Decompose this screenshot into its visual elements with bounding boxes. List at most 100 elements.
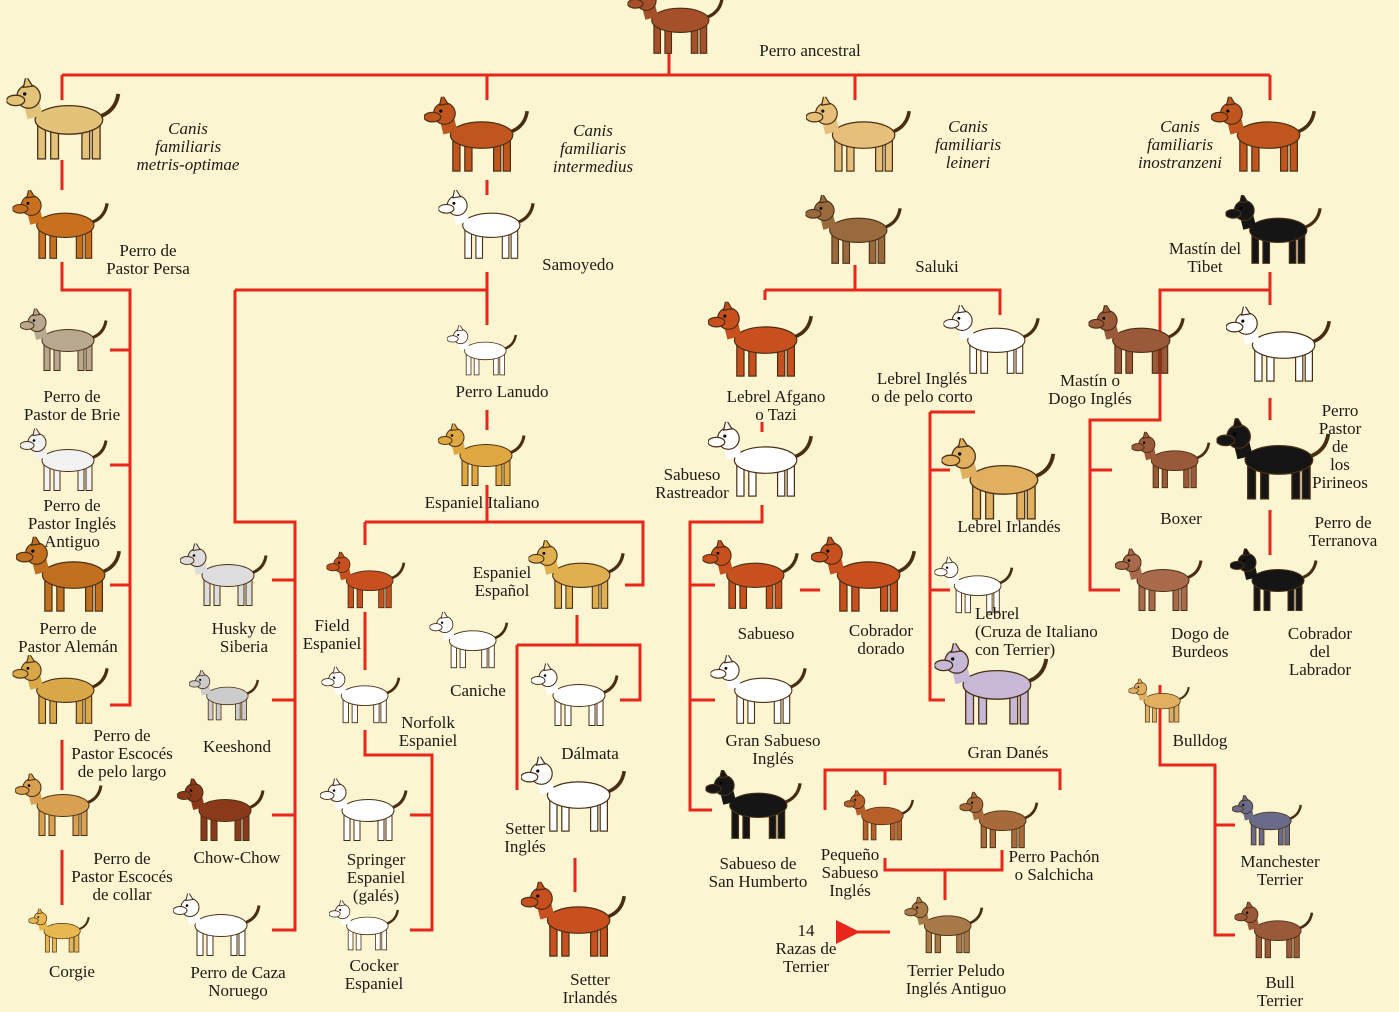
lebrel-ingles-o-de-pelo-corto-label: Lebrel Inglés o de pelo corto <box>871 369 973 406</box>
canis-familiaris-inostranzeni-label: Canis familiaris inostranzeni <box>1137 117 1223 172</box>
perro-de-pastor-persa-dog-illustration <box>11 186 112 270</box>
sabueso-de-san-humberto-dog-illustration <box>704 766 805 850</box>
springer-espaniel-gales-label: Springer Espaniel (galés) <box>346 850 406 905</box>
terrier-peludo-ingles-antiguo-dog-illustration <box>904 893 986 963</box>
caniche-dog-illustration <box>429 608 511 678</box>
field-espaniel-label: Field Espaniel <box>302 616 362 653</box>
sabueso-dog-illustration <box>701 536 802 620</box>
perro-de-pastor-escoces-de-pelo-largo-label: Perro de Pastor Escocés de pelo largo <box>71 726 173 781</box>
lebrel-afgano-o-tazi-label: Lebrel Afgano o Tazi <box>726 387 826 424</box>
perro-de-pastor-escoces-de-pelo-largo-dog-illustration <box>11 651 112 735</box>
lebrel-afgano-o-tazi-dog-illustration <box>707 297 816 389</box>
canis-familiaris-leineri-dog-illustration <box>805 92 914 184</box>
cocker-espaniel-label: Cocker Espaniel <box>344 956 404 993</box>
cobrador-del-labrador-dog-illustration <box>1229 545 1320 622</box>
perro-de-caza-noruego-label: Perro de Caza Noruego <box>190 963 286 1000</box>
perro-de-pastor-escoces-de-collar-label: Perro de Pastor Escocés de collar <box>71 849 173 904</box>
setter-ingles-dog-illustration <box>520 752 629 844</box>
perro-pachon-o-salchicha-label: Perro Pachón o Salchicha <box>1008 847 1100 884</box>
lebrel-ingles-o-de-pelo-corto-dog-illustration <box>942 301 1043 385</box>
perro-de-pastor-ingles-antiguo-label: Perro de Pastor Inglés Antiguo <box>27 496 117 551</box>
keeshond-dog-illustration <box>188 667 261 729</box>
perro-lanudo-dog-illustration <box>446 322 519 384</box>
cobrador-dorado-dog-illustration <box>810 532 919 624</box>
boxer-label: Boxer <box>1160 509 1202 528</box>
dalmata-dog-illustration <box>530 660 621 737</box>
sabueso-rastreador-dog-illustration <box>707 417 816 509</box>
setter-ingles-label: Setter Inglés <box>504 819 546 856</box>
gran-danes-label: Gran Danés <box>967 743 1049 762</box>
dogo-de-burdeos-label: Dogo de Burdeos <box>1170 624 1230 661</box>
canis-familiaris-inostranzeni-dog-illustration <box>1210 92 1319 184</box>
perro-de-terranova-label: Perro de Terranova <box>1308 513 1378 550</box>
espaniel-italiano-dog-illustration <box>437 420 528 497</box>
espaniel-italiano-label: Espaniel Italiano <box>424 493 540 512</box>
corgie-dog-illustration <box>28 906 92 962</box>
samoyedo-dog-illustration <box>437 186 538 270</box>
sabueso-label: Sabueso <box>737 624 795 643</box>
norfolk-espaniel-dog-illustration <box>321 663 403 733</box>
cocker-espaniel-dog-illustration <box>328 897 401 959</box>
perro-pachon-o-salchicha-dog-illustration <box>959 788 1041 858</box>
chow-chow-label: Chow-Chow <box>193 848 281 867</box>
springer-espaniel-gales-dog-illustration <box>319 775 410 852</box>
pequeno-sabueso-ingles-label: Pequeño Sabueso Inglés <box>820 845 880 900</box>
mastin-o-dogo-ingles-label: Mastín o Dogo Inglés <box>1048 371 1132 408</box>
espaniel-espanol-label: Espaniel Español <box>472 563 532 600</box>
cobrador-dorado-label: Cobrador dorado <box>848 621 914 658</box>
sabueso-de-san-humberto-label: Sabueso de San Humberto <box>708 854 808 891</box>
mastin-del-tibet-label: Mastín del Tibet <box>1168 239 1242 276</box>
lebrel-cruza-de-italiano-con-terrier-dog-illustration <box>934 553 1016 623</box>
bulldog-label: Bulldog <box>1172 731 1228 750</box>
dogo-de-burdeos-dog-illustration <box>1114 545 1205 622</box>
caniche-label: Caniche <box>450 681 506 700</box>
perro-de-terranova-dog-illustration <box>1215 414 1334 511</box>
mastin-o-dogo-ingles-dog-illustration <box>1087 301 1188 385</box>
samoyedo-label: Samoyedo <box>542 255 614 274</box>
perro-pastor-de-los-pirineos-dog-illustration <box>1225 302 1334 394</box>
perro-de-pastor-aleman-dog-illustration <box>15 532 124 624</box>
saluki-label: Saluki <box>915 257 959 276</box>
cobrador-del-labrador-label: Cobrador del Labrador <box>1287 624 1353 679</box>
perro-de-pastor-aleman-label: Perro de Pastor Alemán <box>18 619 118 656</box>
setter-irlandes-dog-illustration <box>520 877 629 969</box>
perro-de-caza-noruego-dog-illustration <box>172 890 263 967</box>
field-espaniel-dog-illustration <box>326 548 408 618</box>
pequeno-sabueso-ingles-dog-illustration <box>843 787 916 849</box>
manchester-terrier-label: Manchester Terrier <box>1240 852 1320 889</box>
canis-familiaris-intermedius-dog-illustration <box>423 92 532 184</box>
gran-sabueso-ingles-dog-illustration <box>709 651 810 735</box>
norfolk-espaniel-label: Norfolk Espaniel <box>398 713 458 750</box>
bull-terrier-label: Bull Terrier <box>1257 973 1303 1010</box>
perro-lanudo-label: Perro Lanudo <box>455 382 549 401</box>
perro-ancestral-label: Perro ancestral <box>759 41 861 60</box>
manchester-terrier-dog-illustration <box>1231 792 1304 854</box>
perro-de-pastor-persa-label: Perro de Pastor Persa <box>106 241 190 278</box>
terrier-peludo-ingles-antiguo-label: Terrier Peludo Inglés Antiguo <box>905 961 1007 998</box>
perro-de-pastor-de-brie-dog-illustration <box>19 305 110 382</box>
mastin-del-tibet-dog-illustration <box>1224 191 1325 275</box>
lebrel-irlandes-label: Lebrel Irlandés <box>957 517 1061 536</box>
perro-de-pastor-ingles-antiguo-dog-illustration <box>19 425 110 502</box>
canis-familiaris-metris-optimae-label: Canis familiaris metris-optimae <box>136 119 240 174</box>
saluki-dog-illustration <box>804 191 905 275</box>
lebrel-cruza-de-italiano-con-terrier-label: Lebrel (Cruza de Italiano con Terrier) <box>975 604 1098 659</box>
keeshond-label: Keeshond <box>203 737 271 756</box>
bull-terrier-dog-illustration <box>1234 898 1316 968</box>
chow-chow-dog-illustration <box>176 775 267 852</box>
perro-de-pastor-escoces-de-collar-dog-illustration <box>14 770 105 847</box>
perro-ancestral-dog-illustration <box>626 0 727 65</box>
perro-de-pastor-de-brie-label: Perro de Pastor de Brie <box>23 387 121 424</box>
canis-familiaris-leineri-label: Canis familiaris leineri <box>934 117 1002 172</box>
setter-irlandes-label: Setter Irlandés <box>562 970 618 1007</box>
lebrel-irlandes-dog-illustration <box>940 434 1059 531</box>
perro-pastor-de-los-pirineos-label: Perro Pastor de los Pirineos <box>1312 401 1368 492</box>
canis-familiaris-intermedius-label: Canis familiaris intermedius <box>552 121 634 176</box>
canis-familiaris-metris-optimae-dog-illustration <box>5 74 124 171</box>
corgie-label: Corgie <box>49 962 95 981</box>
bulldog-dog-illustration <box>1128 676 1192 732</box>
gran-danes-dog-illustration <box>933 639 1052 736</box>
14-razas-de-terrier-label: 14 Razas de Terrier <box>775 921 837 976</box>
husky-de-siberia-dog-illustration <box>179 540 270 617</box>
boxer-dog-illustration <box>1131 428 1213 498</box>
